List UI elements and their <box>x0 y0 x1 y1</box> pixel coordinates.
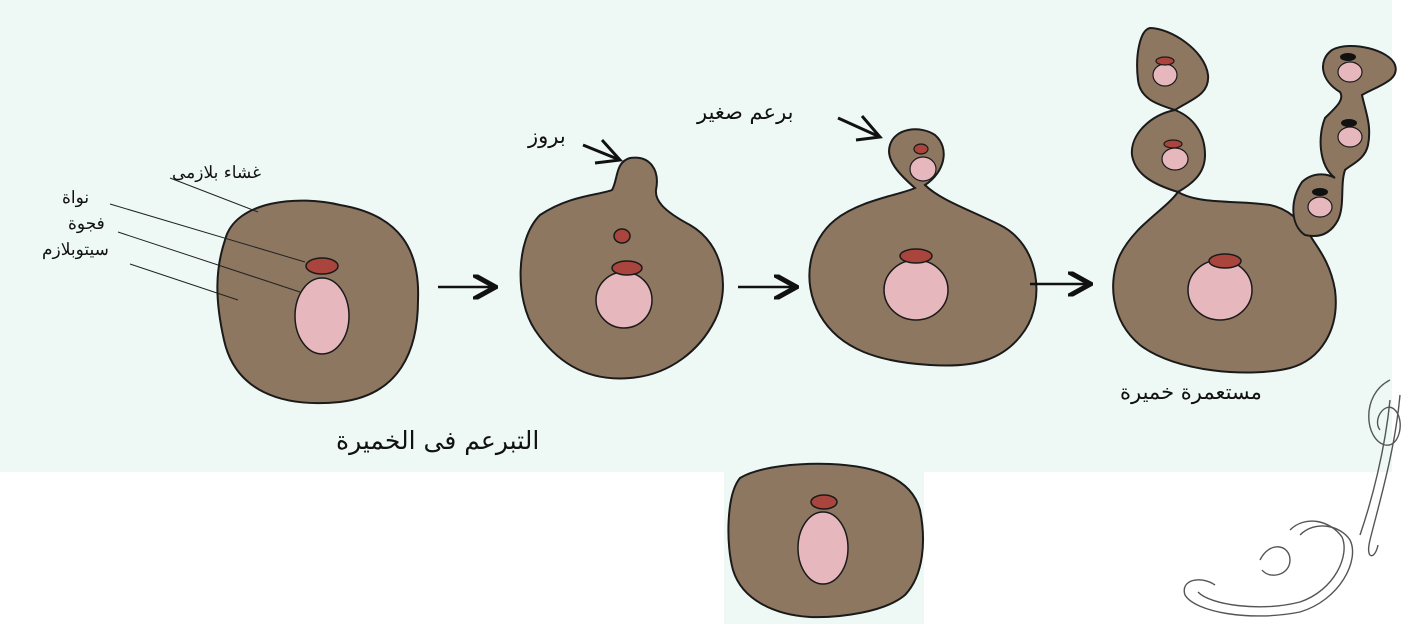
stage2-cell <box>521 158 723 379</box>
colony-main-nucleus <box>1209 254 1241 268</box>
stage3-vacuole <box>884 260 948 320</box>
colony-main-vacuole <box>1188 260 1252 320</box>
stage3-bud-nucleus <box>914 144 928 154</box>
diagram-title: التبرعم فى الخميرة <box>336 426 539 455</box>
stage4-colony <box>1113 28 1396 373</box>
label-protrusion: بروز <box>528 124 566 148</box>
stage1-cell <box>217 201 418 404</box>
stage3-cell <box>809 129 1036 365</box>
pointer-arrow-protrusion <box>583 140 620 163</box>
stage2-nucleus-bud <box>614 229 630 243</box>
label-plasma-membrane: غشاء بلازمى <box>172 163 261 183</box>
label-yeast-colony: مستعمرة خميرة <box>1120 380 1262 404</box>
label-nucleus: نواة <box>62 188 89 208</box>
label-cytoplasm: سيتوبلازم <box>42 240 109 260</box>
stage3-nucleus <box>900 249 932 263</box>
pointer-arrow-small-bud <box>838 116 880 140</box>
stage2-nucleus <box>612 261 642 275</box>
stage3-bud-vacuole <box>910 157 936 181</box>
label-small-bud: برعم صغير <box>697 100 794 124</box>
stage2-vacuole <box>596 272 652 328</box>
signature-mark <box>1184 380 1400 616</box>
stage1-nucleus <box>306 258 338 274</box>
extra-cell <box>728 464 923 617</box>
label-vacuole: فجوة <box>68 214 105 234</box>
stage1-vacuole <box>295 278 349 354</box>
